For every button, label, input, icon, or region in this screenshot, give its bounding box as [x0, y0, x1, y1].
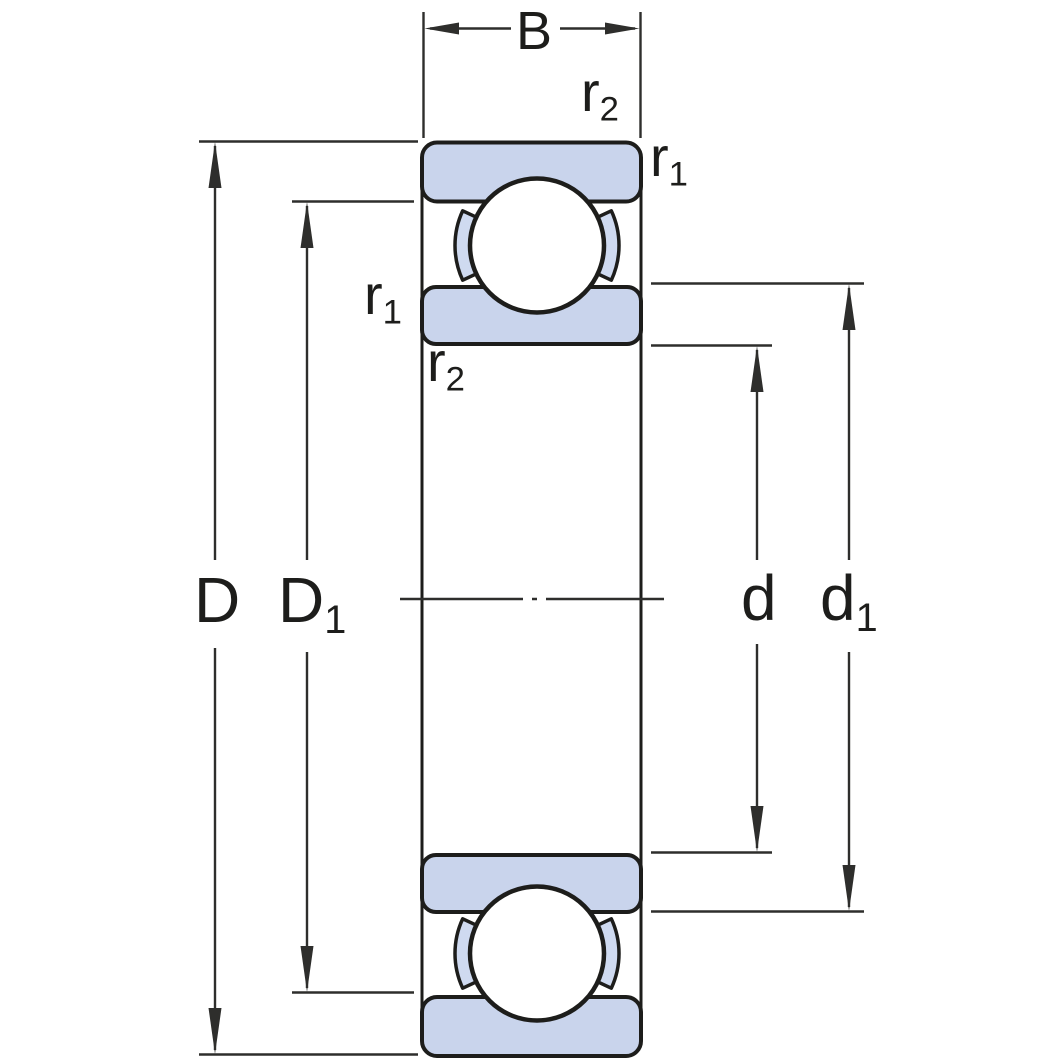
label-outer-diameter-D-main: D — [194, 564, 241, 636]
dimension-d1-arrow-up — [842, 284, 856, 330]
dimension-d-arrow-up — [750, 346, 764, 392]
label-chamfer-r2-top: r2 — [581, 64, 619, 129]
label-chamfer-r2-left-main: r — [427, 330, 446, 393]
label-chamfer-r2-left-sub: 2 — [445, 360, 465, 399]
label-width-B-main: B — [516, 1, 553, 61]
label-inner-recess-d1-main: d — [820, 562, 856, 634]
label-outer-recess-D1-main: D — [278, 564, 325, 636]
label-outer-recess-D1-sub: 1 — [324, 598, 347, 643]
label-chamfer-r2-left: r2 — [427, 334, 465, 399]
dimension-D1-arrow-up — [300, 202, 314, 248]
label-outer-recess-D1: D1 — [278, 568, 346, 641]
label-chamfer-r1-left: r1 — [364, 267, 402, 332]
label-bore-diameter-d-main: d — [741, 562, 777, 634]
label-bore-diameter-d: d — [741, 566, 777, 639]
dimension-D1 — [292, 200, 414, 994]
dimension-d1 — [651, 282, 864, 913]
ball-bottom — [467, 884, 607, 1023]
label-chamfer-r1-right-sub: 1 — [668, 155, 688, 194]
dimension-d1-arrow-down — [842, 865, 856, 911]
dimension-D1-arrow-down — [300, 946, 314, 992]
label-inner-recess-d1-sub: 1 — [855, 596, 878, 641]
label-chamfer-r1-right-main: r — [650, 125, 669, 188]
dimension-D-arrow-up — [208, 142, 222, 188]
label-inner-recess-d1: d1 — [820, 566, 878, 639]
label-chamfer-r2-top-main: r — [581, 60, 600, 123]
label-outer-diameter-D: D — [194, 568, 240, 641]
label-chamfer-r2-top-sub: 2 — [599, 90, 619, 129]
dimension-D — [199, 140, 418, 1056]
label-chamfer-r1-left-main: r — [364, 263, 383, 326]
dimension-D-arrow-down — [208, 1008, 222, 1054]
dimension-d — [651, 344, 772, 854]
label-width-B: B — [516, 4, 552, 65]
dimension-B-arrow-left — [424, 22, 459, 35]
dimension-B-arrow-right — [605, 22, 640, 35]
dimension-B — [422, 12, 642, 138]
label-chamfer-r1-left-sub: 1 — [382, 293, 402, 332]
label-chamfer-r1-right: r1 — [650, 129, 688, 194]
ball-top — [467, 176, 607, 315]
dimension-d-arrow-down — [750, 806, 764, 852]
